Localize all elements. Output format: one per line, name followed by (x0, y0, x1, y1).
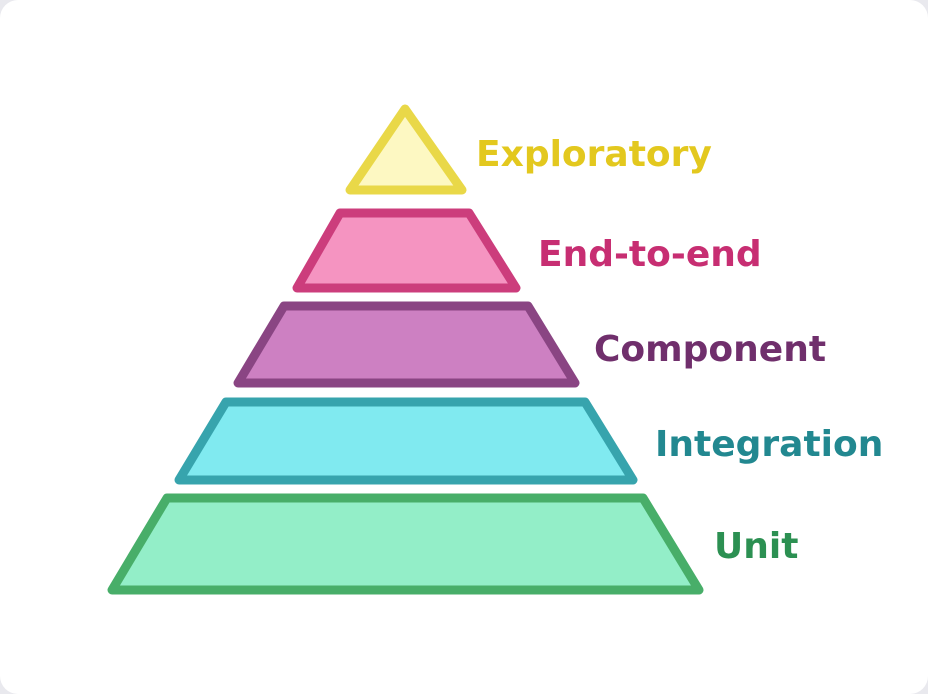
pyramid-tier-exploratory: Exploratory (345, 104, 712, 195)
pyramid-tier-shape (345, 104, 467, 195)
pyramid-tier-label: Unit (714, 526, 798, 567)
pyramid-tier-shape (174, 397, 638, 485)
pyramid-tier-label: Exploratory (476, 134, 712, 175)
pyramid-tier-shape (233, 301, 580, 388)
pyramid-tier-end-to-end: End-to-end (292, 208, 762, 293)
pyramid-tier-label: Component (594, 329, 826, 370)
pyramid-tier-label: End-to-end (538, 234, 762, 275)
pyramid-tier-unit: Unit (107, 493, 798, 595)
pyramid-tier-shape (292, 208, 521, 293)
pyramid-tier-label: Integration (655, 424, 883, 465)
pyramid-tier-integration: Integration (174, 397, 883, 485)
pyramid-tier-component: Component (233, 301, 826, 388)
pyramid-tier-shape (107, 493, 704, 595)
